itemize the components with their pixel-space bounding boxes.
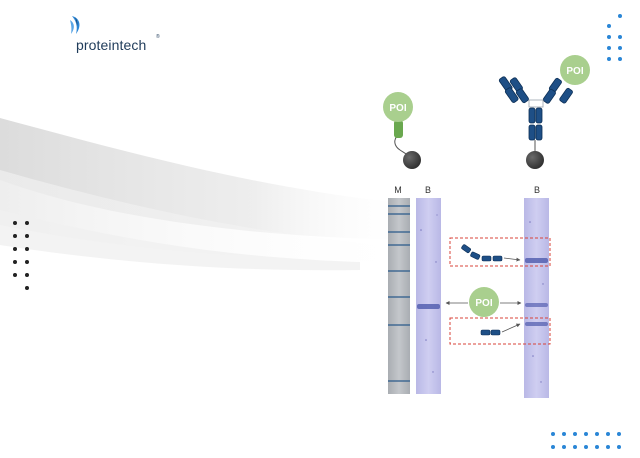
- proteintech-logo: proteintech ®: [66, 14, 176, 54]
- lane-label-bead-right: B: [534, 185, 540, 195]
- heavy-chain-fragment-icon: [461, 244, 503, 262]
- dot-grid-top-right: [607, 14, 622, 61]
- bead-lane-left: [416, 198, 441, 394]
- poi-band-right: [525, 303, 548, 307]
- light-chain-highlight: [449, 317, 551, 345]
- poi-bubble: [469, 287, 499, 317]
- proteintech-leaf-icon: [70, 16, 80, 34]
- poi-band-left: [417, 304, 440, 309]
- lane-label-marker: M: [394, 185, 402, 195]
- protein-tag-on-bead-icon: [383, 92, 421, 169]
- bead-lane-right: [524, 198, 549, 398]
- marker-lane: [388, 198, 410, 394]
- background-swoosh: [0, 210, 360, 271]
- logo-text: proteintech: [76, 37, 147, 53]
- lane-label-bead-left: B: [425, 185, 431, 195]
- background-swoosh: [0, 118, 420, 240]
- poi-bubble: [560, 55, 590, 85]
- antibody-on-bead-icon: [498, 55, 590, 169]
- light-chain-band: [525, 322, 548, 326]
- dot-grid-bottom-right: [551, 432, 621, 449]
- dot-grid-left: [13, 221, 29, 290]
- poi-label-small-protein: POI: [389, 103, 406, 114]
- heavy-chain-highlight: [449, 237, 551, 267]
- light-chain-fragment-icon: [480, 329, 501, 336]
- poi-label-center: POI: [475, 298, 492, 309]
- heavy-chain-band: [525, 258, 548, 263]
- poi-bubble: [383, 92, 413, 122]
- poi-center-indicator: [445, 287, 522, 317]
- poi-label-antibody: POI: [566, 66, 583, 77]
- logo-registered-mark: ®: [156, 34, 160, 40]
